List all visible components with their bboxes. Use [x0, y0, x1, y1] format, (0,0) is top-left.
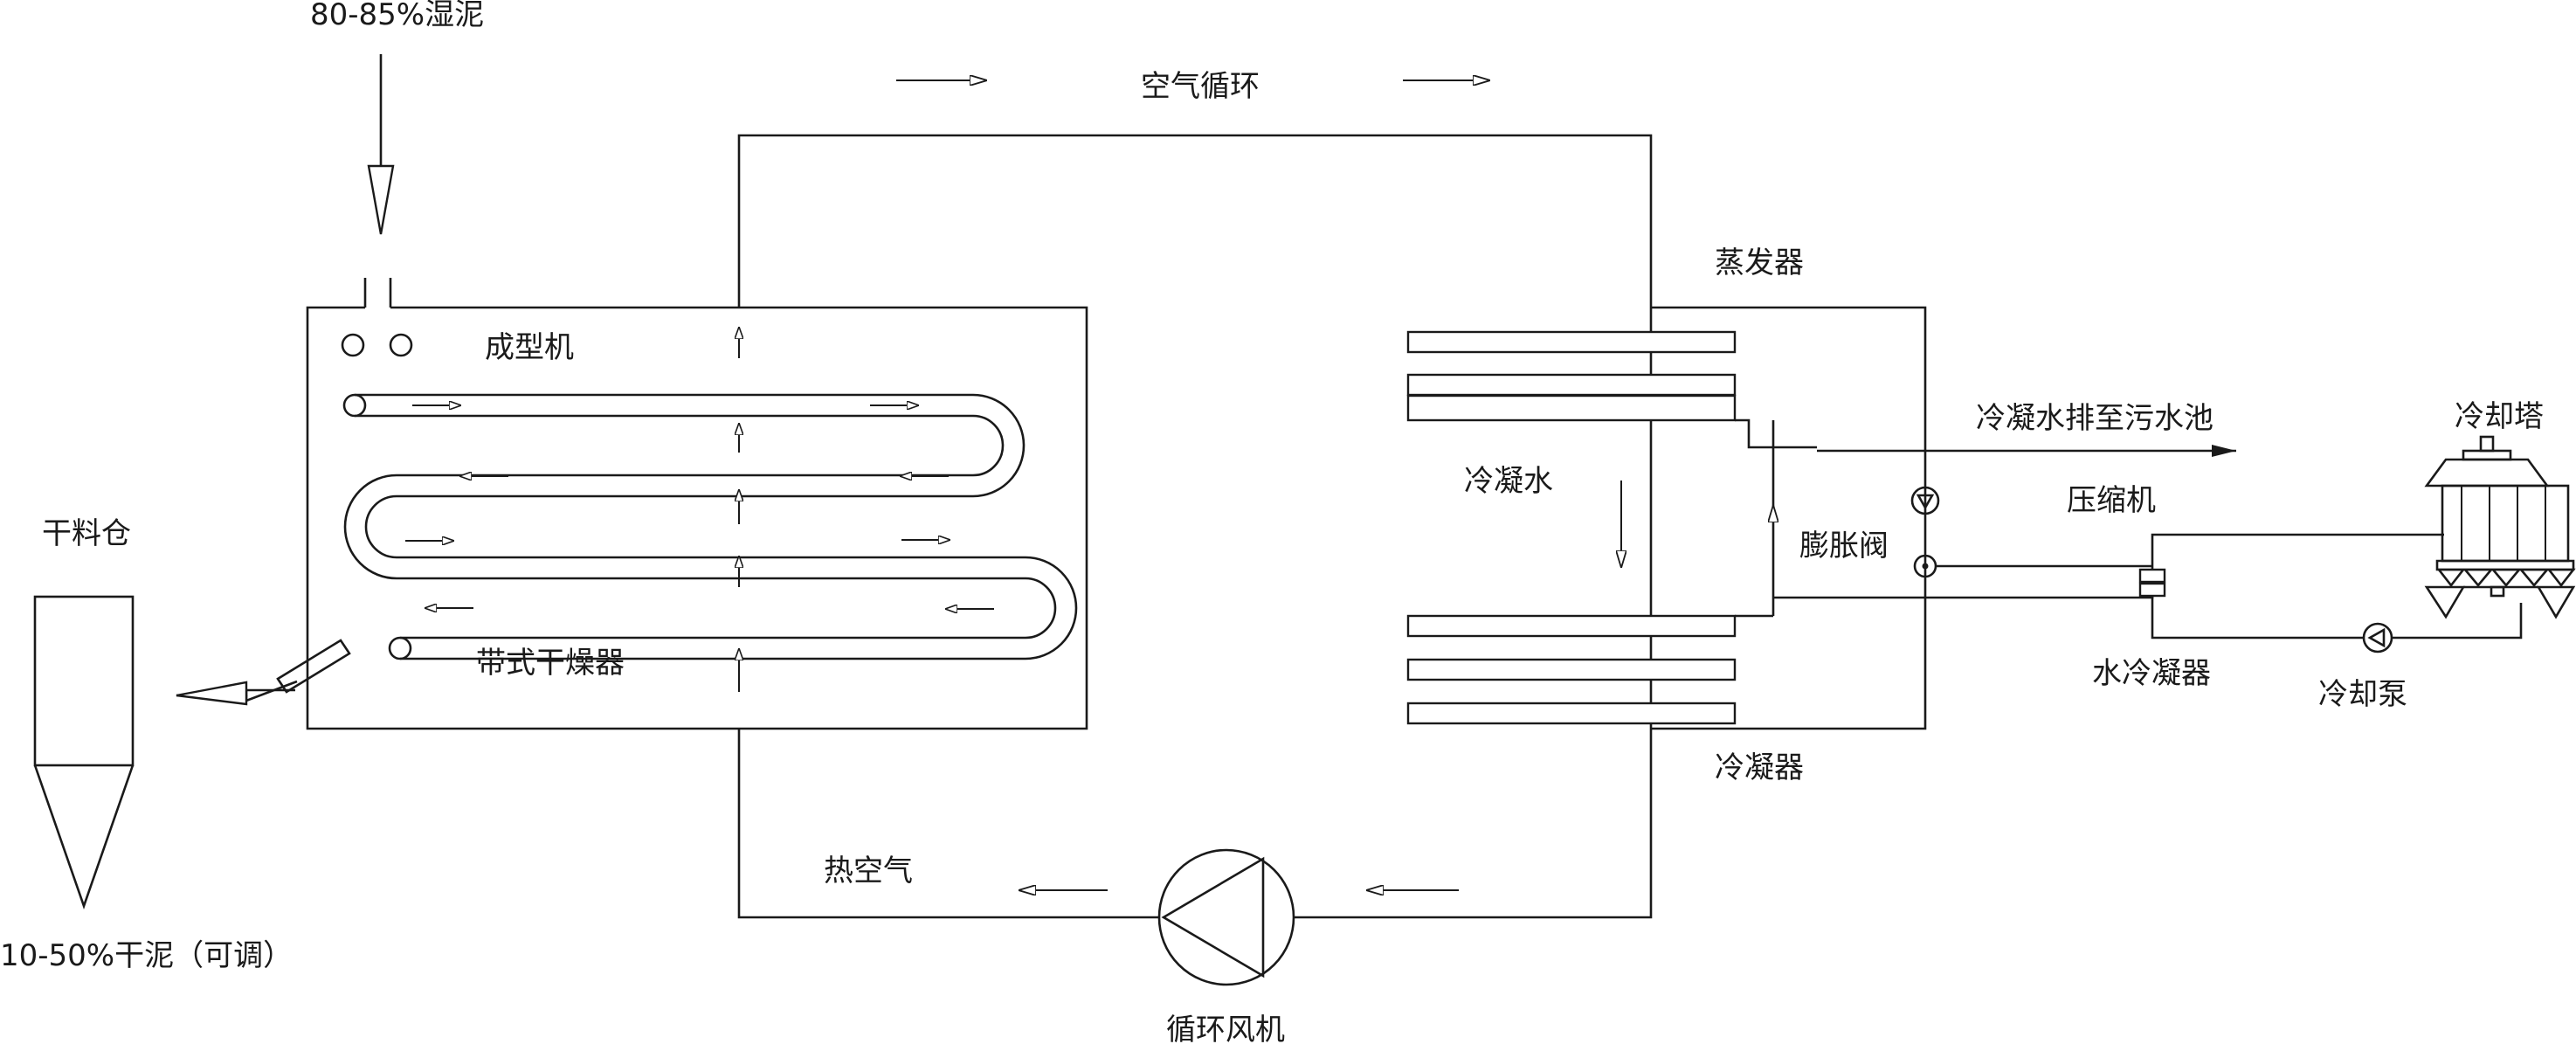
air-circulation-label: 空气循环 [1141, 69, 1260, 104]
cooling-tower: 冷却塔 [2424, 399, 2576, 619]
belt-dryer-label: 带式干燥器 [476, 646, 625, 681]
wet-sludge-label: 80-85%湿泥 [310, 0, 484, 32]
forming-machine-label: 成型机 [485, 330, 574, 365]
water-condenser: 水冷凝器 [2092, 533, 2444, 691]
cooling-tower-label: 冷却塔 [2455, 399, 2544, 434]
dry-sludge-label: 10-50%干泥（可调） [0, 938, 293, 973]
serpentine-conveyor [342, 393, 1078, 660]
condensate-water-label: 冷凝水 [1464, 464, 1553, 499]
cooling-pump: 冷却泵 [2318, 603, 2523, 712]
hot-air-label: 热空气 [824, 854, 913, 888]
expansion-valve-label: 膨胀阀 [1799, 529, 1889, 563]
dry-material-bin: 干料仓 10-50%干泥（可调） [0, 516, 293, 973]
evaporator-coil [1406, 330, 1737, 422]
dry-bin-label: 干料仓 [42, 516, 131, 551]
dry-sludge-outlet-arrow [176, 681, 295, 706]
wet-sludge-feed: 80-85%湿泥 [310, 0, 484, 308]
refrigerant-circuit: 冷凝水排至污水池 膨胀阀 压缩机 [1735, 401, 2236, 618]
water-condenser-label: 水冷凝器 [2092, 656, 2211, 691]
condenser-coil [1406, 614, 1737, 725]
heat-exchanger-housing: 蒸发器 冷凝器 冷凝水 [1406, 245, 1927, 785]
compressor-label: 压缩机 [2067, 483, 2156, 518]
circulation-fan: 循环风机 [1157, 848, 1295, 1044]
condenser-label: 冷凝器 [1715, 750, 1804, 785]
circulation-fan-label: 循环风机 [1166, 1013, 1285, 1044]
evaporator-label: 蒸发器 [1715, 245, 1804, 280]
condensate-drain-label: 冷凝水排至污水池 [1976, 401, 2213, 436]
discharge-chute [245, 639, 351, 702]
air-circulation-duct: 空气循环 热空气 [737, 69, 1653, 919]
belt-dryer: 成型机 带式干燥器 [245, 306, 1088, 730]
cooling-pump-label: 冷却泵 [2318, 677, 2407, 712]
